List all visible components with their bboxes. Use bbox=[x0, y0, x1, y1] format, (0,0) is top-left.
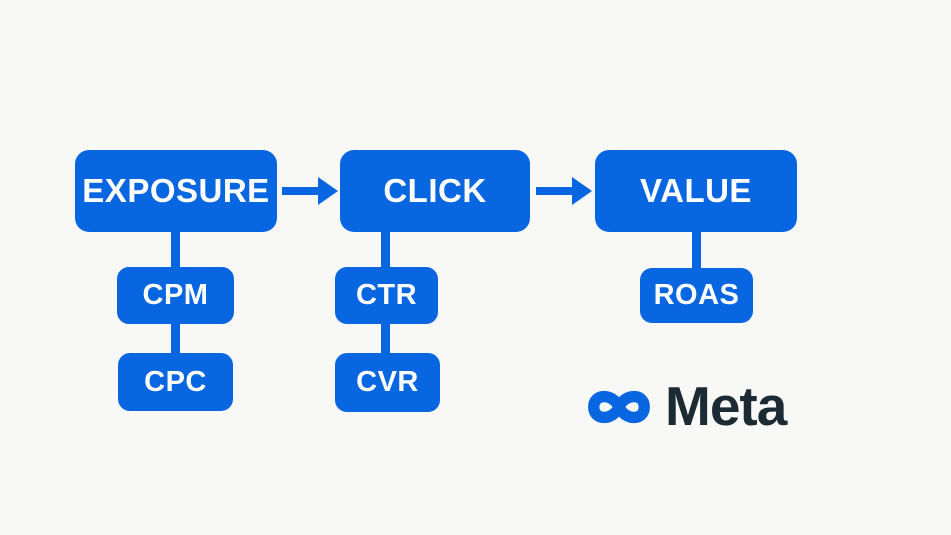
meta-logo: Meta bbox=[586, 375, 787, 437]
metric-box-ctr: CTR bbox=[335, 267, 438, 324]
arrow-head-icon bbox=[572, 177, 592, 205]
stage-label-value: VALUE bbox=[640, 172, 752, 209]
stage-label-exposure: EXPOSURE bbox=[82, 172, 270, 209]
connector-ctr-cvr bbox=[381, 321, 390, 357]
arrow-exposure-to-click bbox=[282, 187, 320, 195]
meta-wordmark: Meta bbox=[665, 375, 787, 437]
metric-label-cvr: CVR bbox=[356, 366, 419, 398]
metric-label-ctr: CTR bbox=[355, 279, 418, 311]
meta-infinity-icon bbox=[586, 385, 652, 429]
stage-label-click: CLICK bbox=[383, 172, 487, 209]
metric-label-cpm: CPM bbox=[142, 279, 209, 311]
metric-box-cpm: CPM bbox=[117, 267, 234, 324]
arrow-head-icon bbox=[318, 177, 338, 205]
metric-label-cpc: CPC bbox=[144, 365, 207, 398]
arrow-click-to-value bbox=[536, 187, 574, 195]
metric-box-cvr: CVR bbox=[335, 353, 440, 412]
connector-value-roas bbox=[692, 229, 701, 272]
metric-label-roas: ROAS bbox=[653, 279, 740, 311]
connector-cpm-cpc bbox=[171, 321, 180, 357]
metric-box-roas: ROAS bbox=[640, 268, 753, 323]
stage-box-click: CLICK bbox=[340, 150, 530, 232]
metric-box-cpc: CPC bbox=[118, 353, 233, 411]
connector-exposure-cpm bbox=[171, 229, 180, 271]
stage-box-exposure: EXPOSURE bbox=[75, 150, 277, 232]
stage-box-value: VALUE bbox=[595, 150, 797, 232]
connector-click-ctr bbox=[381, 229, 390, 271]
